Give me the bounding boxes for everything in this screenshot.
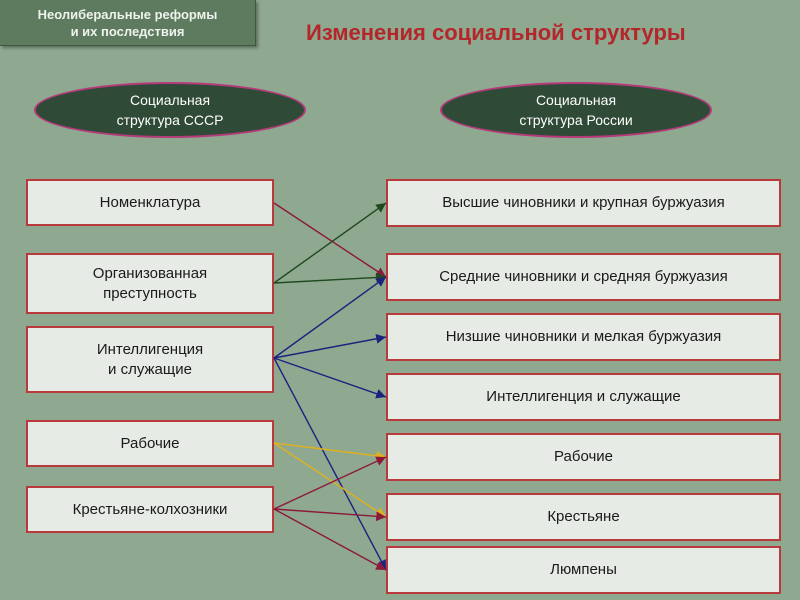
ussr-intelligentsia-box: Интеллигенция и служащие — [26, 326, 274, 393]
russia-structure-ellipse: Социальная структура России — [440, 82, 712, 138]
page-title: Изменения социальной структуры — [306, 20, 686, 45]
arrow-2-to-1 — [273, 276, 387, 359]
arrow-0-to-1 — [273, 202, 387, 278]
arrow-4-to-6 — [273, 508, 387, 571]
arrow-2-to-6 — [273, 357, 387, 571]
russia-middle-officials-box: Средние чиновники и средняя буржуазия — [386, 253, 781, 301]
russia-lower-officials-box: Низшие чиновники и мелкая буржуазия — [386, 313, 781, 361]
ussr-structure-ellipse: Социальная структура СССР — [34, 82, 306, 138]
russia-lumpen-box: Люмпены — [386, 546, 781, 594]
arrow-2-to-3 — [273, 357, 387, 399]
arrow-2-to-2 — [273, 333, 387, 359]
arrow-4-to-4 — [273, 456, 387, 510]
ussr-collective-farmers-box: Крестьяне-колхозники — [26, 486, 274, 533]
russia-workers-box: Рабочие — [386, 433, 781, 481]
arrow-3-to-5 — [273, 442, 387, 518]
ussr-workers-box: Рабочие — [26, 420, 274, 467]
ussr-organized-crime-box: Организованная преступность — [26, 253, 274, 314]
russia-intelligentsia-box: Интеллигенция и служащие — [386, 373, 781, 421]
arrow-1-to-0 — [273, 202, 387, 284]
section-badge: Неолиберальные реформы и их последствия — [0, 0, 256, 46]
ussr-nomenklatura-box: Номенклатура — [26, 179, 274, 226]
arrow-1-to-1 — [273, 272, 387, 284]
arrow-4-to-5 — [273, 508, 387, 522]
russia-peasants-box: Крестьяне — [386, 493, 781, 541]
russia-top-officials-box: Высшие чиновники и крупная буржуазия — [386, 179, 781, 227]
arrow-3-to-4 — [273, 442, 387, 461]
